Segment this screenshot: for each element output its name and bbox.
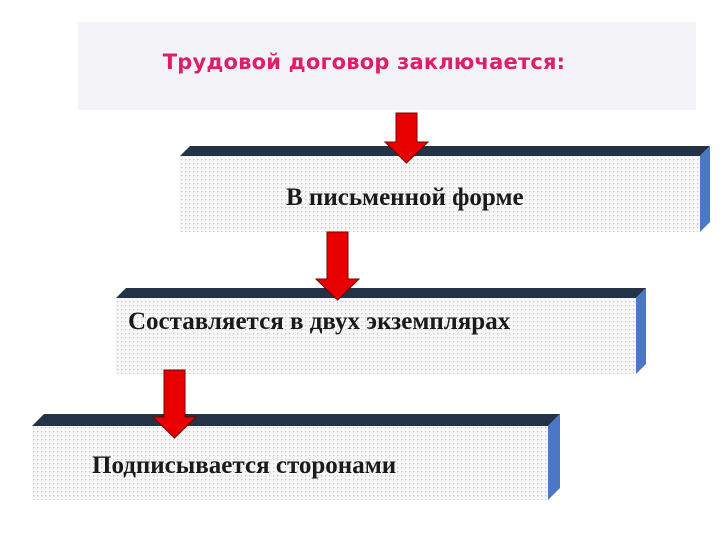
- slide-title: Трудовой договор заключается:: [162, 50, 566, 74]
- title-box: [78, 22, 696, 110]
- step-box-signed: Подписывается сторонами: [32, 414, 560, 500]
- step-label: Составляется в двух экземплярах: [128, 308, 511, 335]
- step-label: Подписывается сторонами: [92, 452, 397, 479]
- step-box-shape: [116, 288, 646, 374]
- down-arrow-icon: [315, 231, 361, 301]
- step-box-two-copies: Составляется в двух экземплярах: [116, 288, 646, 374]
- down-arrow-icon: [152, 369, 198, 439]
- down-arrow-icon: [384, 112, 430, 164]
- step-box-shape: [180, 146, 710, 232]
- step-label: В письменной форме: [286, 184, 524, 211]
- step-box-written-form: В письменной форме: [180, 146, 710, 232]
